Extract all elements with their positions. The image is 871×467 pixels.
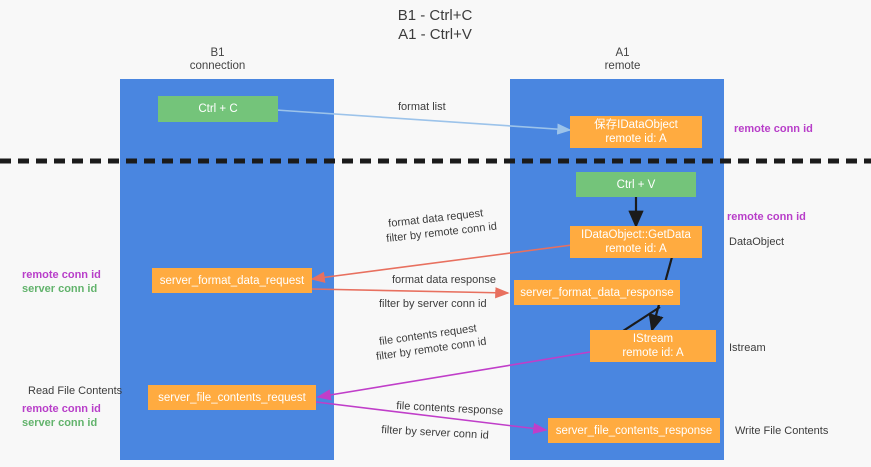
side-label-read-file-contents: Read File Contents [28,385,123,397]
edge-label-file-contents-response-filter: filter by server conn id [381,424,489,442]
edge-label-format-data-response-filter: filter by server conn id [379,298,487,310]
node-save-idataobject-sub: remote id: A [605,133,667,145]
edge-label-format-list: format list [398,101,446,113]
side-label-remote-conn-id-top: remote conn id [734,123,813,135]
side-label-istream: Istream [729,342,766,354]
page-title: B1 - Ctrl+C A1 - Ctrl+V [397,7,473,43]
side-label-remote-conn-id-mid: remote conn id [727,211,806,223]
side-label-bottom-server-conn-id: server conn id [22,417,98,429]
node-ctrl-v-label: Ctrl + V [616,178,656,191]
node-server-format-data-response-label: server_format_data_response [520,286,674,299]
side-label-write-file-contents: Write File Contents [735,425,829,437]
filter-key-server-conn-id: server conn id [419,426,490,442]
node-server-format-data-request[interactable]: server_format_data_request [152,268,312,293]
node-ctrl-v[interactable]: Ctrl + V [576,172,696,197]
column-header-b1: B1 connection [150,47,285,73]
node-getdata[interactable]: IDataObject::GetData remote id: A [570,226,702,258]
filter-prefix: filter by [381,424,421,439]
edge-label-file-contents-response: file contents response [396,400,504,418]
node-server-format-data-request-label: server_format_data_request [159,274,305,287]
node-getdata-label: IDataObject::GetData [581,229,691,241]
column-header-a1-line1: A1 [615,47,630,59]
column-header-a1-line2: remote [604,60,641,72]
filter-prefix: filter by [385,228,426,245]
node-getdata-sub: remote id: A [605,243,667,255]
node-server-file-contents-response[interactable]: server_file_contents_response [548,418,720,443]
node-istream[interactable]: IStream remote id: A [590,330,716,362]
side-label-dataobject: DataObject [729,236,785,248]
filter-key-server-conn-id: server conn id [417,298,487,310]
column-header-b1-line1: B1 [210,47,225,59]
side-label-left-server-conn-id: server conn id [22,283,98,295]
side-label-left-remote-conn-id: remote conn id [22,269,101,281]
node-istream-label: IStream [632,333,674,345]
node-server-file-contents-response-label: server_file_contents_response [555,424,713,437]
edge-label-format-data-response: format data response [392,274,496,286]
node-save-idataobject-label: 保存IDataObject [594,119,678,131]
filter-prefix: filter by [379,298,418,310]
column-header-a1: A1 remote [555,47,690,73]
node-server-file-contents-request-label: server_file_contents_request [158,391,306,404]
node-istream-sub: remote id: A [622,347,684,359]
node-server-file-contents-request[interactable]: server_file_contents_request [148,385,316,410]
column-header-b1-line2: connection [189,60,246,72]
filter-prefix: filter by [375,345,416,363]
node-save-idataobject[interactable]: 保存IDataObject remote id: A [570,116,702,148]
node-ctrl-c[interactable]: Ctrl + C [158,96,278,122]
side-label-bottom-remote-conn-id: remote conn id [22,403,101,415]
node-server-format-data-response[interactable]: server_format_data_response [514,280,680,305]
node-ctrl-c-label: Ctrl + C [198,103,238,115]
